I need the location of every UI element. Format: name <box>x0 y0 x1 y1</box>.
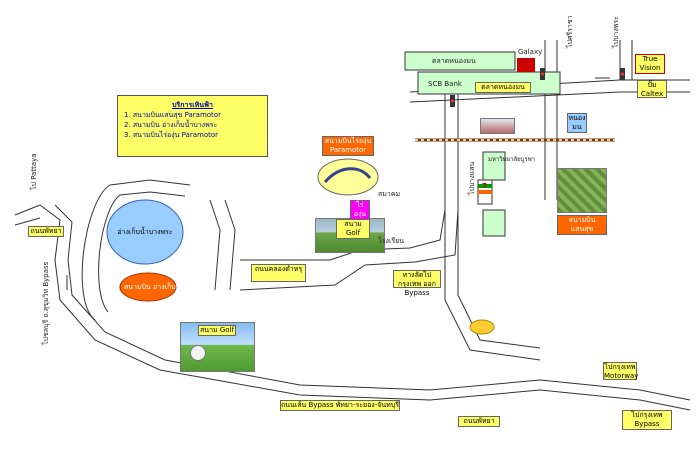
vineyard-ellipse <box>317 158 379 196</box>
legend-item-1: 1. สนามบินแสนสุข Paramotor <box>124 111 221 119</box>
road-sign-label: โรงเรียน <box>378 237 404 245</box>
bank-label: SCB Bank <box>428 80 462 88</box>
market-block <box>404 51 516 71</box>
sign-left-label: ถนนคลองตำหรุ <box>251 264 306 282</box>
bypass-road-label: ถนนเส้น Bypass พัทยา-ระยอง-จันทบุรี <box>280 400 400 411</box>
golf-ball-icon <box>190 345 206 361</box>
road-left-loop <box>81 179 191 321</box>
reservoir-label: อ่างเก็บน้ำบางพระ <box>117 228 173 236</box>
road-bypass-inner <box>54 204 691 401</box>
market-top-label: ตลาดหนองมน <box>432 57 476 65</box>
galaxy-block <box>517 58 535 72</box>
galaxy-label: Galaxy <box>518 48 543 56</box>
yellow-lake <box>469 319 495 335</box>
bus-photo <box>480 118 515 134</box>
to-bypass-label: ทางลัดไปกรุงเทพ ออก Bypass <box>393 270 441 297</box>
sign-bottom-label: ถนนพัทยา <box>458 416 500 427</box>
vineyard-label: ไร่องุ่น <box>350 200 370 220</box>
reservoir-airfield-label: สนามบิน อ่างเก็บน้ำ..55 <box>124 283 198 291</box>
true-vision-label: True Vision <box>635 54 665 74</box>
road-mid-2 <box>239 209 459 291</box>
reservoir-lake <box>106 199 184 265</box>
bypass-bkk-label: ไปกรุงเทพ Bypass <box>622 410 672 430</box>
market-mid-label: ตลาดหนองมน <box>475 82 531 93</box>
rail-label: หนองมน <box>567 113 587 133</box>
golf-mid-label: สนาม Golf <box>336 219 370 239</box>
road-top-left-2 <box>14 217 41 226</box>
road-top-left <box>14 204 41 216</box>
pattaya-label: ไป Pattaya <box>30 153 38 190</box>
legend-item-2: 2. สนามบิน อ่างเก็บน้ำบางพระ <box>124 121 218 129</box>
uni-block-2 <box>482 209 506 237</box>
road-mid-vertical <box>209 199 221 291</box>
road-left-loop-inner <box>98 191 186 313</box>
caltex-label: ปั๊ม Caltex <box>637 80 667 98</box>
road-mid-vertical-2 <box>224 199 236 291</box>
uni-block <box>482 151 506 181</box>
legend-item-3: 3. สนามบินไร่องุ่น Paramotor <box>124 131 219 139</box>
golf-left-label: สนาม Golf <box>198 325 236 336</box>
bangsaen-label: ไปบางแสน <box>468 161 476 195</box>
legend-box: บริการเหินฟ้า 1. สนามบินแสนสุข Paramotor… <box>117 95 268 157</box>
road-vertical-main <box>444 90 541 361</box>
motorway-label: ไปกรุงเทพ Motorway <box>603 362 639 380</box>
vineyard-airfield-label: สนามบินไร่องุ่น Paramotor <box>322 136 374 156</box>
road-vertical-main-2 <box>457 90 541 349</box>
road-bypass-outer <box>39 204 691 411</box>
saensuk-airfield-label: สนามบินแสนสุข Paramotor <box>557 215 607 242</box>
seven-label: 7 <box>482 182 487 190</box>
reservoir-airfield <box>119 272 177 302</box>
sriracha-label: ไปศรีราชา <box>566 15 574 48</box>
bangphra-label: ไปบางพระ <box>612 16 620 48</box>
sukhumvit-label: ไปชลบุรี ถ.สุขุมวิท Bypass <box>42 261 50 345</box>
army-label: สมาคม <box>378 190 401 198</box>
uni-label: มหาวิทยาลัยบูรพา <box>488 156 536 163</box>
road-mid-1 <box>240 209 446 261</box>
vineyard-photo <box>557 168 607 213</box>
pattaya-box: ถนนพัทยา <box>28 226 64 237</box>
legend-title: บริการเหินฟ้า <box>172 101 213 109</box>
